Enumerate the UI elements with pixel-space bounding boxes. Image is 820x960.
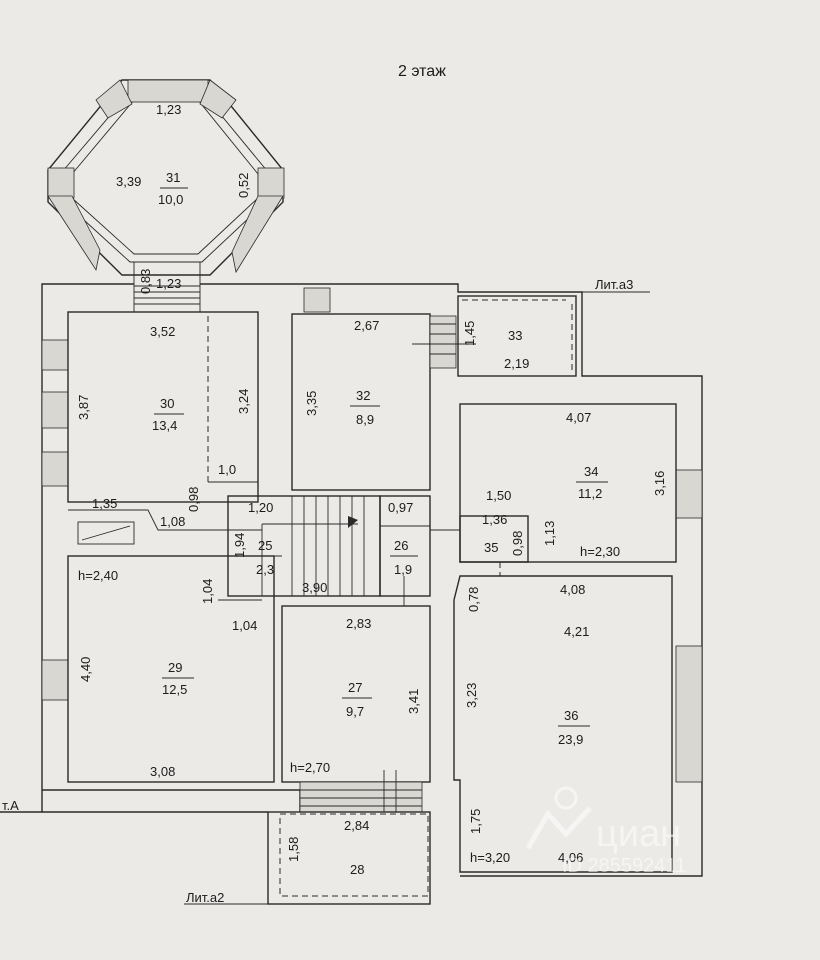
dimension: 0,97 — [388, 500, 413, 515]
room-number: 35 — [484, 540, 498, 555]
room-area: 13,4 — [152, 418, 177, 433]
dimension: 3,52 — [150, 324, 175, 339]
room-28 — [267, 811, 431, 905]
dimension: 4,06 — [558, 850, 583, 865]
dimension: 1,58 — [286, 837, 301, 862]
dimension: 4,08 — [560, 582, 585, 597]
room-32 — [291, 313, 476, 491]
dimension: 3,16 — [652, 471, 667, 496]
room-number: 32 — [356, 388, 370, 403]
room-number: 27 — [348, 680, 362, 695]
room-36 — [453, 575, 673, 873]
room-number: 30 — [160, 396, 174, 411]
room-34 — [459, 403, 677, 563]
room-30 — [67, 311, 259, 545]
outer-walls — [0, 283, 703, 877]
room-area: 8,9 — [356, 412, 374, 427]
room-area: 11,2 — [578, 486, 602, 501]
dimension: 1,36 — [482, 512, 507, 527]
ceiling-height: h=2,40 — [78, 568, 118, 583]
lit-a-label: т.А — [2, 798, 19, 813]
dimension: 4,07 — [566, 410, 591, 425]
room-area: 1,9 — [394, 562, 412, 577]
room-29 — [67, 555, 275, 783]
lit-a2-label: Лит.а2 — [186, 890, 224, 905]
dimension: 3,35 — [304, 391, 319, 416]
room-number: 26 — [394, 538, 408, 553]
labels: Лит.а3 Лит.а2 т.А 31 10,0 30 13,4 32 8,9… — [2, 102, 667, 905]
dimension: 1,04 — [200, 579, 215, 604]
watermark-id: ID 285592411 — [562, 855, 686, 877]
dimension: 0,52 — [236, 173, 251, 198]
dimension: 0,98 — [510, 531, 525, 556]
watermark-brand: циан — [596, 813, 681, 855]
dimension: 0,78 — [466, 587, 481, 612]
dimension: 4,40 — [78, 657, 93, 682]
dimension: 1,50 — [486, 488, 511, 503]
dimension: 3,41 — [406, 689, 421, 714]
room-27 — [281, 605, 431, 813]
room-33 — [457, 295, 577, 377]
dimension: 1,08 — [160, 514, 185, 529]
dimension: 2,67 — [354, 318, 379, 333]
dimension: 0,98 — [186, 487, 201, 512]
dimension: 1,23 — [156, 276, 181, 291]
dimension: 1,13 — [542, 521, 557, 546]
ceiling-height: h=3,20 — [470, 850, 510, 865]
dimension: 1,23 — [156, 102, 181, 117]
dimension: 1,20 — [248, 500, 273, 515]
room-number: 29 — [168, 660, 182, 675]
room-number: 28 — [350, 862, 364, 877]
room-number: 34 — [584, 464, 598, 479]
floor-title: 2 этаж — [398, 63, 446, 80]
dimension: 3,87 — [76, 395, 91, 420]
room-number: 25 — [258, 538, 272, 553]
room-26 — [379, 495, 431, 606]
dimension: 2,84 — [344, 818, 369, 833]
room-number: 36 — [564, 708, 578, 723]
room-area: 2,3 — [256, 562, 274, 577]
dimension: 1,0 — [218, 462, 236, 477]
cian-logo-icon — [525, 786, 592, 850]
room-area: 12,5 — [162, 682, 187, 697]
room-area: 23,9 — [558, 732, 583, 747]
dimension: 1,35 — [92, 496, 117, 511]
dimension: 3,39 — [116, 174, 141, 189]
room-number: 33 — [508, 328, 522, 343]
dimension: 3,08 — [150, 764, 175, 779]
room-area: 9,7 — [346, 704, 364, 719]
room-35 — [430, 515, 529, 576]
ceiling-height: h=2,70 — [290, 760, 330, 775]
ceiling-height: h=2,30 — [580, 544, 620, 559]
dimension: 4,21 — [564, 624, 589, 639]
watermark: циан ID 285592411 — [525, 786, 686, 877]
dimension: 3,24 — [236, 389, 251, 414]
dimension: 2,83 — [346, 616, 371, 631]
dimension: 1,94 — [232, 533, 247, 558]
room-area: 10,0 — [158, 192, 183, 207]
dimension: 1,45 — [462, 321, 477, 346]
dimension: 2,19 — [504, 356, 529, 371]
dimension: 1,75 — [468, 809, 483, 834]
dimension: 1,04 — [232, 618, 257, 633]
room-number: 31 — [166, 170, 180, 185]
dimension: 3,90 — [302, 580, 327, 595]
dimension: 3,23 — [464, 683, 479, 708]
lit-a3-label: Лит.а3 — [595, 277, 633, 292]
octagon-room-31 — [47, 79, 285, 313]
dimension: 0,83 — [138, 269, 153, 294]
